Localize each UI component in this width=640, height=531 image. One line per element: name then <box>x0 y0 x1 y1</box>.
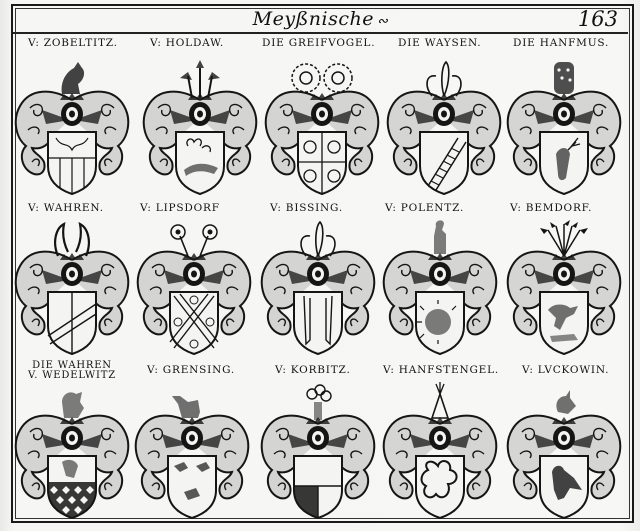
arms-label: V: BEMDORF. <box>510 202 593 214</box>
coat-of-arms <box>504 382 624 522</box>
arms-label: DIE WAYSEN. <box>398 37 482 49</box>
coat-of-arms <box>504 58 624 198</box>
coat-of-arms <box>12 382 132 522</box>
coat-of-arms <box>258 382 378 522</box>
coat-of-arms <box>380 382 500 522</box>
arms-label: V: HANFSTENGEL. <box>383 364 500 376</box>
coat-of-arms <box>504 218 624 358</box>
coat-of-arms <box>384 58 504 198</box>
arms-label: V: LVCKOWIN. <box>522 364 610 376</box>
arms-label: DIE GREIFVOGEL. <box>262 37 376 49</box>
title-text: Meyßnische <box>252 8 374 30</box>
plume-crest-ladder-shield-icon <box>386 60 502 195</box>
arms-label: DIE HANFMUS. <box>513 37 610 49</box>
arms-label: V: WAHREN. <box>28 202 104 214</box>
arms-label: V: ZOBELTITZ. <box>28 37 118 49</box>
fox-crest-paly-shield-icon <box>14 62 130 195</box>
man-crest-sun-shield-icon <box>382 220 498 355</box>
bird-crest-bird-shield-icon <box>506 390 622 519</box>
coat-of-arms <box>12 58 132 198</box>
flowers-crest-saltire-shield-icon <box>136 224 252 355</box>
arms-label: V: BISSING. <box>270 202 343 214</box>
page-number: 163 <box>577 7 618 31</box>
flourish-icon: ∾ <box>376 14 389 29</box>
coat-of-arms <box>262 58 382 198</box>
coat-of-arms <box>380 218 500 358</box>
page-border <box>11 4 634 523</box>
horns-crest-bend-shield-icon <box>14 222 130 355</box>
roses-crest-quarterly-shield-icon <box>264 63 380 195</box>
arms-label: V: GRENSING. <box>147 364 236 376</box>
arms-label: V: POLENTZ. <box>385 202 465 214</box>
coat-of-arms <box>140 58 260 198</box>
lion-crest-lozengy-shield-icon <box>14 392 130 519</box>
arms-label: DIE WAHREN V. WEDELWITZ <box>28 361 116 381</box>
pennons-crest-lion-shield-icon <box>506 220 622 355</box>
coat-of-arms <box>258 218 378 358</box>
coat-of-arms <box>134 218 254 358</box>
hat-crest-stag-shield-icon <box>506 62 622 195</box>
boar-crest-boar-heads-shield-icon <box>134 396 250 519</box>
hat-crest-knot-shield-icon <box>382 382 498 519</box>
arms-label: V: LIPSDORF <box>140 202 220 214</box>
plume-crest-pales-shield-icon <box>260 220 376 355</box>
coat-of-arms <box>12 218 132 358</box>
arms-label-line2: V. WEDELWITZ <box>28 370 116 381</box>
lily-crest-fish-shield-icon <box>142 60 258 195</box>
plume-crest-party-shield-icon <box>260 384 376 519</box>
arms-label: V: KORBITZ. <box>275 364 351 376</box>
page-header: Meyßnische∾ 163 <box>13 6 628 34</box>
page-title: Meyßnische∾ <box>13 8 628 30</box>
arms-label-line1: DIE WAHREN <box>32 360 112 371</box>
arms-label: V: HOLDAW. <box>150 37 225 49</box>
coat-of-arms <box>132 382 252 522</box>
